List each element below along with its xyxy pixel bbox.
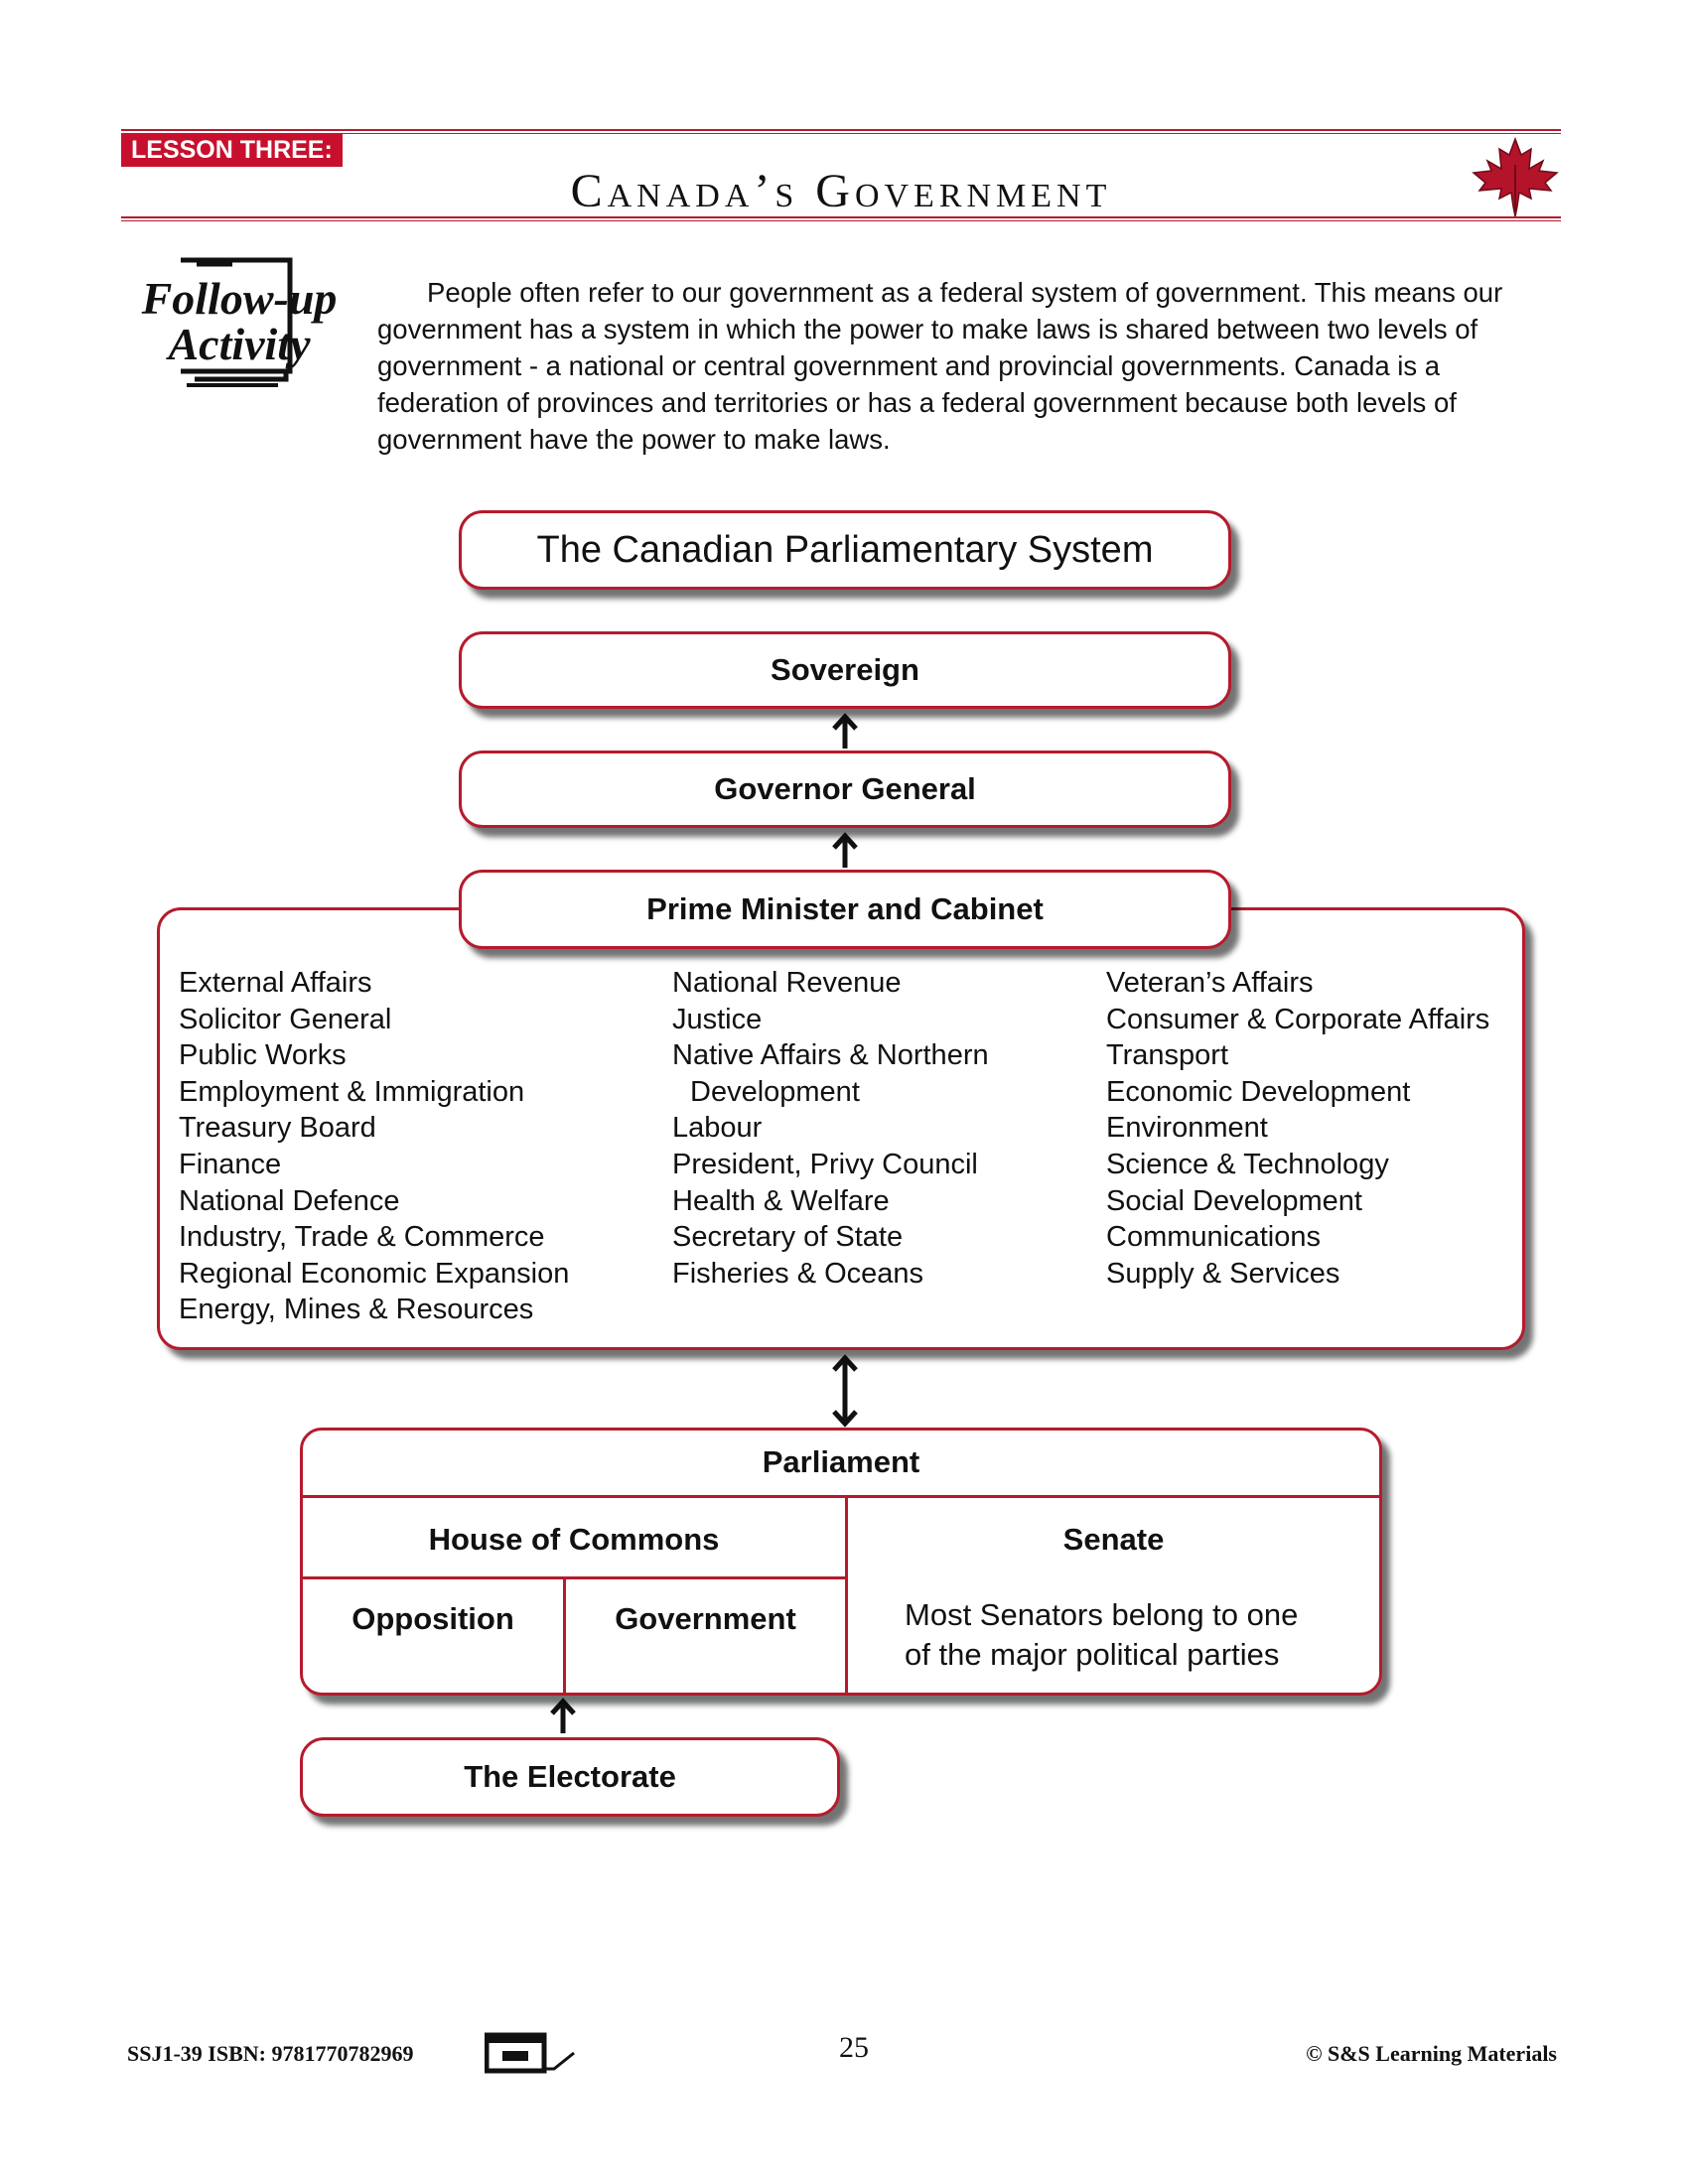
department-item: Labour	[672, 1112, 763, 1145]
diagram-title: The Canadian Parliamentary System	[536, 529, 1154, 571]
department-item: Social Development	[1106, 1184, 1362, 1217]
department-item: Solicitor General	[179, 1003, 392, 1035]
badge-line-2: Activity	[168, 319, 311, 369]
arrow-head-parliament	[832, 1410, 858, 1428]
department-item: Supply & Services	[1106, 1257, 1340, 1290]
department-item: Employment & Immigration	[179, 1075, 525, 1108]
lesson-tag: LESSON THREE:	[121, 133, 343, 167]
commons-senate-divider	[845, 1496, 848, 1693]
department-item: Development	[690, 1075, 860, 1108]
departments-column-3: Veteran’s Affairs Consumer & Corporate A…	[1106, 965, 1489, 1292]
department-item: Economic Development	[1106, 1075, 1411, 1108]
department-item: External Affairs	[179, 967, 372, 999]
intro-text: People often refer to our government as …	[377, 277, 1503, 455]
header-rule-bottom	[121, 216, 1561, 218]
department-item: National Defence	[179, 1184, 400, 1217]
electorate-label: The Electorate	[464, 1759, 676, 1794]
follow-up-badge: Follow-up Activity	[125, 254, 353, 403]
maple-leaf-icon	[1472, 136, 1559, 216]
department-item: Veteran’s Affairs	[1106, 967, 1314, 999]
department-item: National Revenue	[672, 967, 902, 999]
arrow-head-electorate	[550, 1698, 576, 1715]
department-item: Consumer & Corporate Affairs	[1106, 1003, 1490, 1035]
parliament-divider	[303, 1495, 1379, 1498]
department-item: Environment	[1106, 1112, 1268, 1145]
opposition-label: Opposition	[352, 1601, 514, 1636]
department-item: President, Privy Council	[672, 1148, 978, 1180]
header-rule-top	[121, 129, 1561, 131]
department-item: Communications	[1106, 1221, 1321, 1254]
commons-divider	[303, 1576, 845, 1579]
senate-note: Most Senators belong to one of the major…	[905, 1595, 1298, 1675]
department-item: Regional Economic Expansion	[179, 1257, 570, 1290]
opposition-government-divider	[563, 1577, 566, 1693]
department-item: Finance	[179, 1148, 282, 1180]
department-item: Treasury Board	[179, 1112, 376, 1145]
department-item: Public Works	[179, 1039, 347, 1072]
department-item: Science & Technology	[1106, 1148, 1389, 1180]
department-item: Fisheries & Oceans	[672, 1257, 924, 1290]
department-item: Transport	[1106, 1039, 1229, 1072]
department-item: Industry, Trade & Commerce	[179, 1221, 545, 1254]
arrow-head-sovereign	[832, 713, 858, 731]
footer-code: SSJ1-39 ISBN: 9781770782969	[127, 2041, 414, 2066]
parliament-label: Parliament	[762, 1444, 920, 1479]
pm-cabinet-label: Prime Minister and Cabinet	[646, 891, 1044, 926]
page-title: Canada’s Government	[570, 165, 1112, 217]
parliament-box: Parliament House of Commons Senate Oppos…	[300, 1428, 1382, 1696]
arrow-head-gg	[832, 832, 858, 850]
senate-label: Senate	[1062, 1522, 1165, 1557]
department-item: Justice	[672, 1003, 763, 1035]
department-item: Native Affairs & Northern	[672, 1039, 989, 1072]
departments-column-1: External Affairs Solicitor General Publi…	[179, 965, 569, 1328]
sovereign-box: Sovereign	[459, 631, 1231, 709]
sovereign-label: Sovereign	[771, 652, 919, 687]
senate-note-line-2: of the major political parties	[905, 1637, 1280, 1672]
diagram-title-box: The Canadian Parliamentary System	[459, 510, 1231, 590]
senate-note-line-1: Most Senators belong to one	[905, 1597, 1299, 1632]
book-icon	[485, 2032, 575, 2074]
governor-general-label: Governor General	[714, 771, 976, 806]
department-item: Secretary of State	[672, 1221, 904, 1254]
page-number: 25	[839, 2031, 869, 2064]
cabinet-departments-box	[157, 907, 1525, 1350]
arrow-head-cabinet	[832, 1354, 858, 1372]
department-item: Health & Welfare	[672, 1184, 890, 1217]
department-item: Energy, Mines & Resources	[179, 1294, 534, 1326]
government-label: Government	[615, 1601, 796, 1636]
header-rule-bottom-thin	[121, 220, 1561, 221]
electorate-box: The Electorate	[300, 1737, 840, 1817]
governor-general-box: Governor General	[459, 751, 1231, 828]
departments-column-2: National Revenue Justice Native Affairs …	[672, 965, 989, 1292]
document-icon	[181, 257, 293, 387]
header-rule-top-thin	[121, 133, 1561, 134]
footer-copyright: © S&S Learning Materials	[1306, 2041, 1557, 2066]
house-of-commons-label: House of Commons	[428, 1522, 720, 1557]
intro-paragraph: People often refer to our government as …	[377, 274, 1529, 458]
badge-line-1: Follow-up	[141, 273, 338, 324]
pm-cabinet-box: Prime Minister and Cabinet	[459, 870, 1231, 949]
